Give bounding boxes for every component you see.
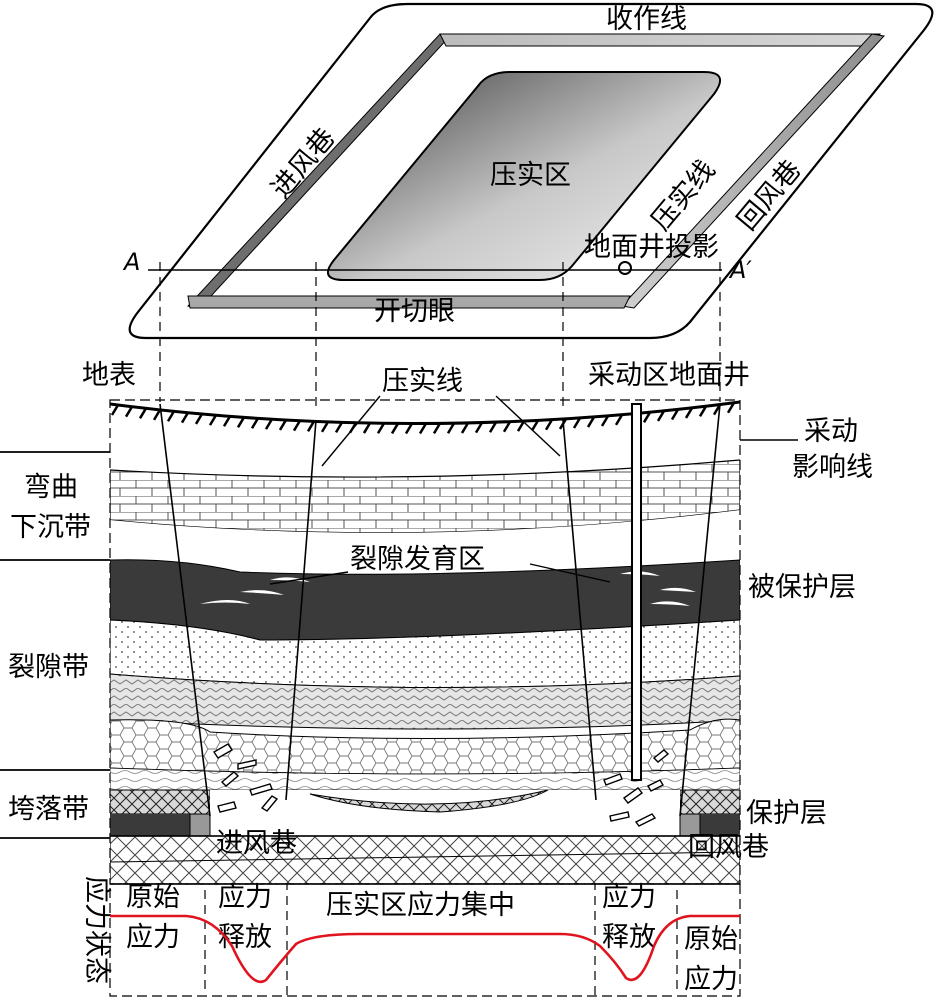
- fracture-marks: [200, 571, 696, 606]
- top-roadway-band: [439, 33, 881, 47]
- cross-section: [110, 400, 740, 884]
- goaf-area: [210, 790, 680, 836]
- protective-layer-label: 保护层: [746, 798, 827, 829]
- surface-tick: [656, 410, 666, 422]
- surface-tick: [278, 419, 288, 431]
- surface-tick: [250, 417, 260, 429]
- surface-tick: [390, 422, 400, 435]
- surface-tick: [530, 419, 540, 432]
- well-projection-marker: [618, 261, 632, 275]
- surface-tick: [306, 420, 316, 432]
- stress-axis-label: 应力状态: [81, 876, 112, 984]
- goaf-caving-mound: [309, 789, 549, 813]
- limestone-layer: [110, 459, 740, 534]
- influence-line-label-1: 采动: [804, 416, 858, 447]
- surface-tick: [138, 407, 148, 419]
- plan-top-label: 收作线: [606, 4, 687, 35]
- surface-tick: [334, 421, 344, 433]
- surface-tick: [726, 402, 736, 414]
- surface-tick: [502, 421, 512, 433]
- surface-tick: [292, 420, 302, 432]
- influence-line-label-2: 影响线: [792, 452, 873, 483]
- projection-lines: [159, 262, 721, 995]
- zone-bending-1: 弯曲: [24, 472, 78, 503]
- surface-well: [631, 403, 642, 781]
- surface-tick: [194, 413, 204, 425]
- surface-tick: [376, 422, 386, 434]
- fracture-zone-label: 裂隙发育区: [350, 544, 485, 575]
- surface-tick: [418, 422, 428, 435]
- stress-release-left-1: 应力: [218, 882, 272, 913]
- stress-original-right-1: 原始: [684, 924, 738, 955]
- surface-ticks: [110, 402, 736, 435]
- stress-release-right-1: 应力: [602, 882, 656, 913]
- compaction-zone: [326, 71, 722, 281]
- stress-original-left-2: 应力: [126, 922, 180, 953]
- surface-tick: [320, 421, 330, 433]
- return-roadway-label: 回风巷: [688, 832, 769, 863]
- compaction-lines-section: [159, 403, 721, 817]
- mudstone-layer: [110, 673, 740, 730]
- intake-roadway-label: 进风巷: [216, 828, 297, 859]
- stress-concentration: 压实区应力集中: [326, 890, 515, 921]
- zone-bending-2: 下沉带: [10, 512, 91, 543]
- surface-tick: [264, 418, 274, 430]
- surface-tick: [516, 420, 526, 432]
- protective-coal-seam: [110, 814, 190, 838]
- surface-tick: [670, 408, 680, 421]
- surface-tick: [488, 421, 498, 433]
- cut-roadway-band: [187, 295, 631, 309]
- stress-original-left-1: 原始: [126, 882, 180, 913]
- plan-center-label: 压实区: [490, 160, 571, 191]
- stress-release-right-2: 释放: [602, 922, 656, 953]
- surface-tick: [474, 422, 484, 434]
- surface-tick: [124, 406, 134, 418]
- surface-hatching: [110, 400, 740, 425]
- surface-tick: [180, 412, 190, 424]
- zone-caving: 垮落带: [8, 794, 89, 825]
- stress-curve: [110, 914, 740, 983]
- plan-view: 压实区 收作线 开切眼 进风巷 回风巷 压实线 地面井投影 A A′: [122, 2, 934, 340]
- zone-fracture: 裂隙带: [8, 652, 89, 683]
- stress-original-right-2: 应力: [684, 964, 738, 995]
- surface-tick: [586, 416, 596, 428]
- surface-tick: [236, 416, 246, 428]
- section-label-a-prime: A′: [728, 256, 752, 284]
- broken-rock-fragments: [213, 743, 670, 827]
- plan-well-projection-label: 地面井投影: [584, 232, 719, 263]
- surface-tick: [642, 411, 652, 423]
- plan-bottom-label: 开切眼: [374, 296, 455, 327]
- surface-tick: [600, 415, 610, 427]
- protected-layer-label: 被保护层: [748, 572, 856, 603]
- surface-tick: [684, 407, 694, 419]
- surface-label: 地表: [82, 360, 136, 391]
- surface-tick: [698, 405, 708, 417]
- surface-tick: [614, 414, 624, 426]
- surface-tick: [544, 419, 554, 431]
- surface-tick: [432, 422, 442, 435]
- intake-roadway-block: [189, 813, 211, 837]
- zone-separators: [0, 451, 110, 839]
- surface-well-label: 采动区地面井: [588, 360, 750, 391]
- surface-tick: [222, 415, 232, 427]
- surface-tick: [404, 422, 414, 435]
- surface-tick: [572, 417, 582, 429]
- protective-seam-band: [110, 789, 211, 815]
- surface-tick: [460, 422, 470, 434]
- section-label-a: A: [122, 248, 140, 276]
- surface-tick: [166, 410, 176, 422]
- surface-tick: [208, 414, 218, 426]
- surface-tick: [362, 422, 372, 434]
- surface-tick: [446, 422, 456, 434]
- return-roadway-band: [621, 33, 885, 309]
- section-compaction-label: 压实线: [382, 366, 463, 397]
- surface-tick: [152, 409, 162, 421]
- surface-tick: [110, 404, 120, 416]
